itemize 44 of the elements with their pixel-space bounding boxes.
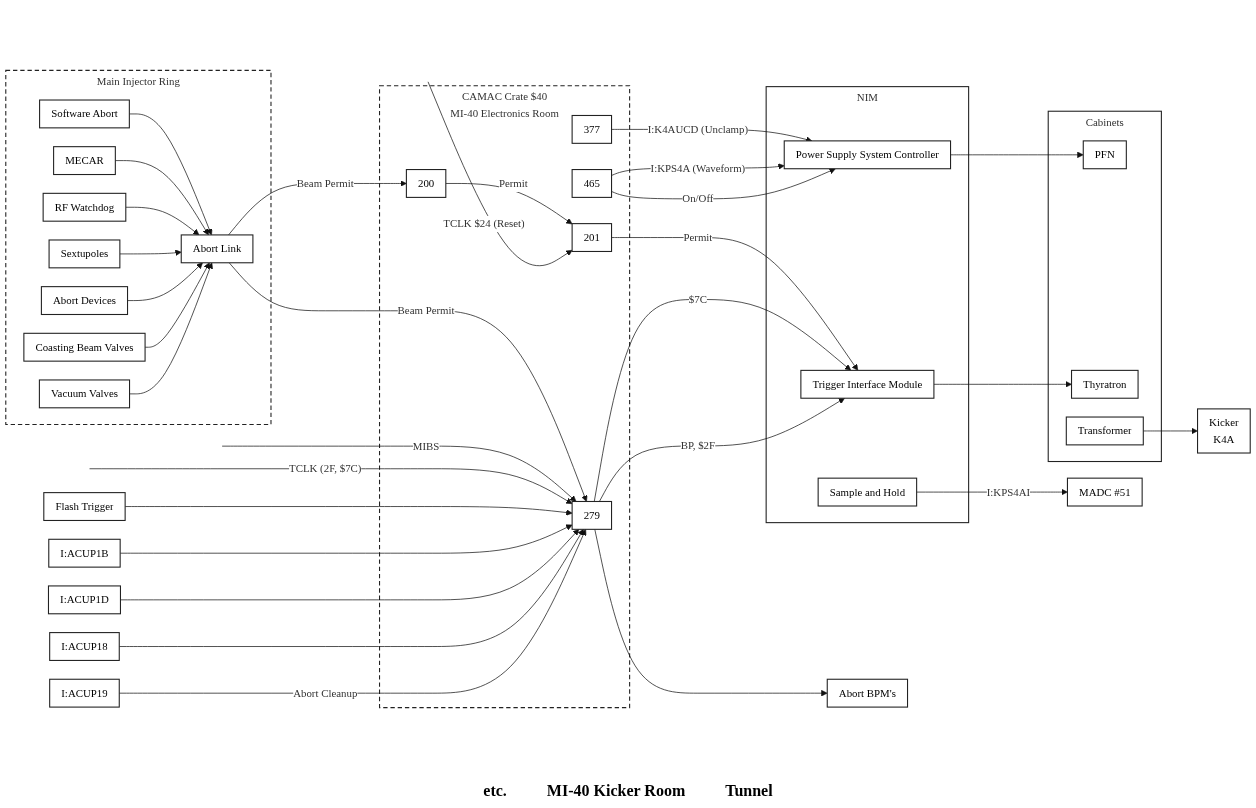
node-box: Coasting Beam Valves: [23, 332, 146, 362]
region-label: MI-40 Kicker Room: [546, 782, 686, 800]
edge-label: MIBS: [412, 440, 440, 452]
edge-label: I:K4AUCD (Unclamp): [647, 123, 749, 136]
edge-label: I:KPS4A (Waveform): [650, 162, 746, 174]
node-box: Abort BPM's: [826, 678, 909, 708]
node-box: Kicker K4A: [1197, 408, 1251, 454]
edge-label: On/Off: [682, 192, 714, 205]
edge-label: Beam Permit: [397, 304, 455, 317]
node-box: Sample and Hold: [817, 477, 918, 507]
edge-label: Permit: [498, 177, 528, 190]
edge-label: Permit: [683, 231, 713, 244]
node-box: 465: [571, 169, 613, 198]
node-box: Abort Link: [180, 234, 254, 264]
node-box: 200: [405, 169, 447, 198]
node-box: Vacuum Valves: [38, 379, 131, 409]
region-label: Tunnel: [725, 782, 773, 800]
edge-label: Abort Cleanup: [293, 687, 358, 699]
node-box: Software Abort: [39, 99, 130, 129]
node-box: 377: [571, 114, 613, 144]
node-box: Sextupoles: [48, 239, 121, 269]
node-box: I:ACUP18: [49, 632, 120, 661]
edge-label: BP, $2F: [680, 440, 716, 452]
region-label: etc.: [483, 782, 507, 800]
node-box: 201: [571, 223, 613, 252]
node-box: PFN: [1082, 140, 1127, 170]
node-box: Trigger Interface Module: [800, 369, 935, 399]
edge-label: I:KPS4AI: [986, 486, 1031, 498]
node-box: MADC #51: [1066, 477, 1143, 507]
node-box: Abort Devices: [40, 286, 129, 316]
node-box: I:ACUP1D: [47, 585, 121, 615]
edge-label: TCLK $24 (Reset): [443, 217, 525, 230]
node-box: I:ACUP19: [49, 678, 120, 708]
edge-label: TCLK (2F, $7C): [289, 462, 362, 475]
node-box: I:ACUP1B: [48, 538, 121, 568]
node-box: MECAR: [53, 146, 116, 176]
node-box: Power Supply System Controller: [783, 140, 952, 170]
node-box: 279: [571, 500, 613, 530]
edge-label: Beam Permit: [296, 177, 354, 190]
edge-label: $7C: [688, 293, 707, 306]
node-box: Flash Trigger: [43, 492, 126, 521]
node-box: RF Watchdog: [42, 192, 127, 222]
node-box: Thyratron: [1071, 369, 1139, 399]
node-box: Transformer: [1065, 416, 1144, 446]
